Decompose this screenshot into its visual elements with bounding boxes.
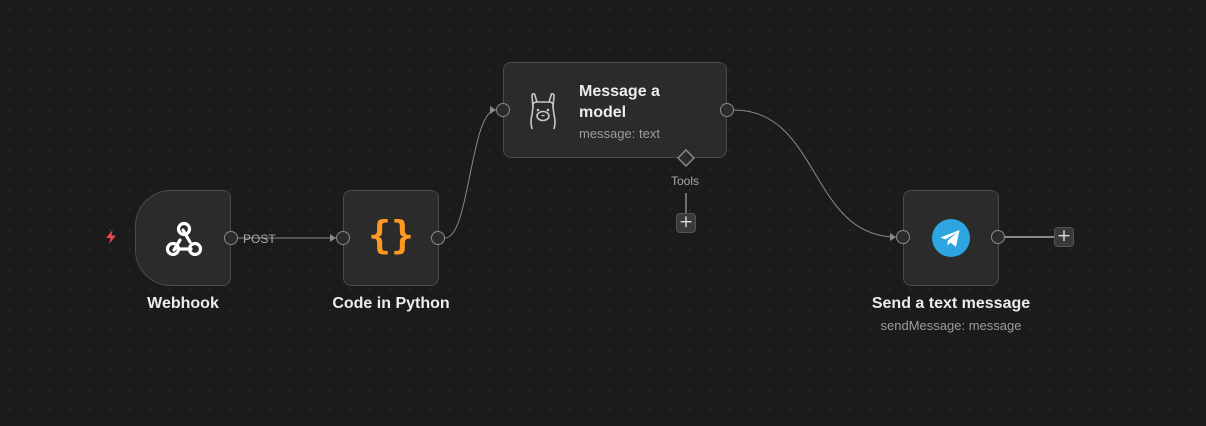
code-input-handle[interactable]	[336, 231, 350, 245]
telegram-input-handle[interactable]	[896, 230, 910, 244]
send-text-message-subtitle: sendMessage: message	[880, 318, 1022, 333]
connection-code-to-model[interactable]	[444, 106, 497, 239]
message-model-title-line2: model	[579, 104, 627, 121]
add-next-node-button[interactable]: +	[1054, 227, 1074, 247]
telegram-icon	[932, 219, 970, 257]
edge-label-post: POST	[243, 232, 276, 246]
model-input-handle[interactable]	[496, 103, 510, 117]
message-model-node[interactable]: Message a model message: text	[503, 62, 727, 158]
send-text-message-label: Send a text message	[871, 295, 1031, 312]
lightning-bolt-icon	[106, 230, 116, 244]
add-tool-button[interactable]: +	[676, 213, 696, 233]
message-model-title-line1: Message a	[579, 83, 660, 100]
code-python-node[interactable]: {}	[343, 190, 439, 286]
tools-label: Tools	[671, 174, 700, 188]
webhook-label: Webhook	[147, 295, 219, 312]
webhook-icon	[165, 221, 203, 257]
send-text-message-node[interactable]	[903, 190, 999, 286]
webhook-node[interactable]	[135, 190, 231, 286]
code-output-handle[interactable]	[431, 231, 445, 245]
webhook-output-handle[interactable]	[224, 231, 238, 245]
message-model-subtitle: message: text	[579, 126, 660, 141]
connection-model-to-telegram[interactable]	[733, 109, 897, 241]
llama-icon	[530, 92, 556, 130]
telegram-output-handle[interactable]	[991, 230, 1005, 244]
curly-braces-icon: {}	[368, 213, 414, 257]
model-tools-handle[interactable]	[677, 149, 695, 167]
code-python-label: Code in Python	[332, 295, 450, 312]
model-output-handle[interactable]	[720, 103, 734, 117]
message-model-title: Message a model	[579, 81, 660, 123]
